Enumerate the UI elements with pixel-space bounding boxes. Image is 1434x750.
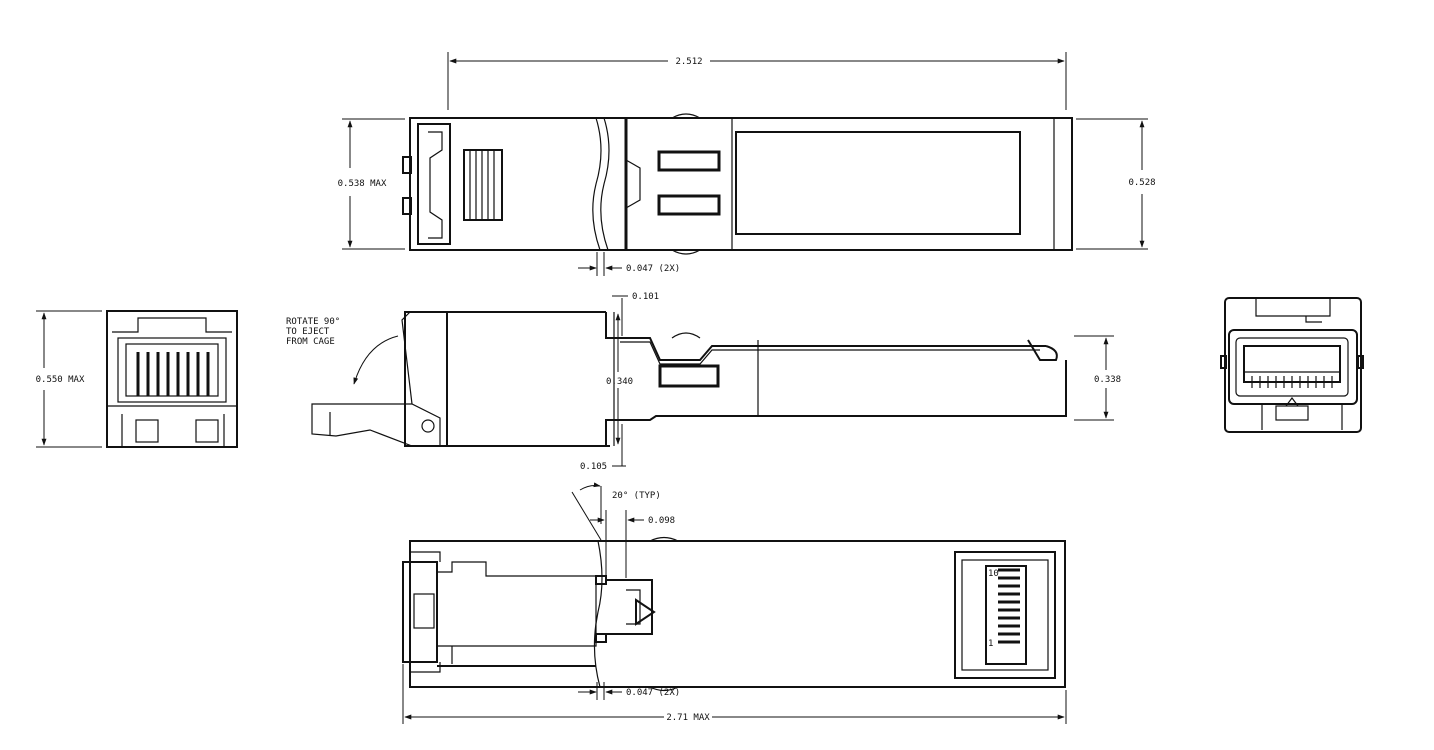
tab-height-label: 0.338 [1094, 375, 1121, 385]
front-height-label: 0.550 MAX [36, 375, 85, 385]
side-view-dimensions: 0.101 0.340 0.338 0.105 [580, 292, 1121, 472]
front-view-right [1220, 297, 1364, 433]
pin-1-label: 1 [988, 639, 993, 649]
bottom-view: 10 1 [402, 536, 1066, 692]
latch-offset-label: 0.098 [648, 516, 675, 526]
top-view-dimensions: 2.512 0.538 MAX 0.528 0.047 (2X) [338, 52, 1156, 276]
slot-width-top-label: 0.047 (2X) [626, 264, 680, 274]
offset-top-label: 0.101 [632, 292, 659, 302]
pin-10-label: 10 [988, 569, 999, 579]
rotate-note-line3: FROM CAGE [286, 337, 335, 347]
latch-angle-label: 20° (TYP) [612, 491, 661, 501]
side-view: ROTATE 90° TO EJECT FROM CAGE [286, 311, 1067, 447]
bottom-view-dimensions: 20° (TYP) 0.098 0.047 (2X) 2.71 MAX [402, 482, 1067, 724]
rotate-note-line1: ROTATE 90° [286, 317, 340, 327]
front-view-dimensions: 0.550 MAX [36, 310, 102, 448]
overall-length-max-label: 2.71 MAX [666, 713, 710, 723]
slot-width-bottom-label: 0.047 (2X) [626, 688, 680, 698]
body-height-label: 0.340 [606, 377, 633, 387]
height-right-label: 0.528 [1128, 178, 1155, 188]
front-view-left [106, 310, 238, 448]
rotate-note-line2: TO EJECT [286, 327, 330, 337]
top-view [402, 113, 1073, 255]
overall-length-label: 2.512 [675, 57, 702, 67]
height-max-label: 0.538 MAX [338, 179, 387, 189]
offset-bottom-label: 0.105 [580, 462, 607, 472]
pin-row [1251, 376, 1333, 388]
